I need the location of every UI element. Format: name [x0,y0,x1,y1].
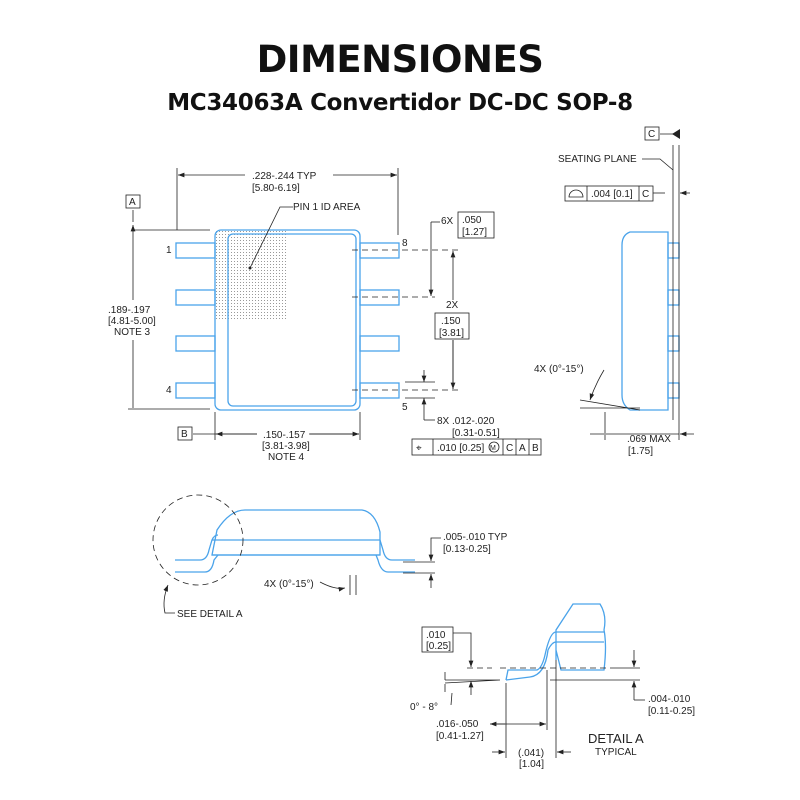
top-view: .228-.244 TYP [5.80-6.19] PIN 1 ID AREA … [108,168,542,463]
standoff-dim: .004-.010 [648,694,691,705]
gauge-dim-mm: [0.25] [426,641,451,652]
width-dim-mm: [5.80-6.19] [252,183,300,194]
leads-left [175,242,216,399]
detail-a-circle [152,494,244,586]
length-note: NOTE 3 [114,327,151,338]
height-dim-mm: [1.75] [628,446,653,457]
length-dim-mm: [4.81-5.00] [108,316,156,327]
body-width-mm: [3.81-3.98] [262,441,310,452]
lead-width: 8X .012-.020 [437,416,495,427]
flatness-datum: C [642,189,649,200]
side-angle: 4X (0°-15°) [534,364,584,375]
page-subtitle: MC34063A Convertidor DC-DC SOP-8 [167,90,633,116]
datum-c: C [648,129,655,140]
span-count: 2X [446,300,459,311]
side-view: C SEATING PLANE .004 [0.1] C 4X (0°-15°)… [534,126,694,457]
seating-plane-label: SEATING PLANE [558,154,637,165]
flatness-tolerance: .004 [0.1] [591,189,633,200]
pin-4-label: 4 [166,385,172,396]
footprint-dim: (.041) [518,748,544,759]
detail-a: .010 [0.25] 0° - 8° .004-.010 [0.11-0.25… [410,603,695,770]
fcf-modifier: M [490,445,496,452]
footprint-mm: [1.04] [519,759,544,770]
lead-width-mm: [0.31-0.51] [452,428,500,439]
pitch-mm: [1.27] [462,227,487,238]
length-dim: .189-.197 [108,305,151,316]
thickness-dim: .005-.010 TYP [443,532,508,543]
span-mm: [3.81] [439,328,464,339]
lead-angle: 0° - 8° [410,702,438,713]
front-view: SEE DETAIL A 4X (0°-15°) .005-.010 TYP [… [152,494,508,620]
pitch: .050 [462,215,482,226]
front-angle: 4X (0°-15°) [264,579,314,590]
leads-right [359,242,400,399]
body-note: NOTE 4 [268,452,305,463]
datum-a: A [129,197,136,208]
span: .150 [441,316,461,327]
thickness-dim-mm: [0.13-0.25] [443,544,491,555]
pin1-label: PIN 1 ID AREA [293,202,361,213]
gauge-dim: .010 [426,630,446,641]
detail-a-title: DETAIL A [588,731,644,746]
pin-1-label: 1 [166,245,172,256]
fcf-datum-a: A [519,443,526,454]
width-dim: .228-.244 TYP [252,171,317,182]
fcf-datum-c: C [506,443,513,454]
pin-8-label: 8 [402,238,408,249]
foot-length-dim: .016-.050 [436,719,479,730]
pitch-count: 6X [441,216,454,227]
feature-control-frame: ⌖ .010 [0.25] M C A B [411,438,542,456]
datum-b: B [181,429,188,440]
position-symbol-icon: ⌖ [416,443,422,454]
package-body [214,229,361,411]
height-dim: .069 MAX [627,434,671,445]
body-width-dim: .150-.157 [263,430,306,441]
pin-5-label: 5 [402,402,408,413]
fcf-datum-b: B [532,443,539,454]
fcf-tolerance: .010 [0.25] [437,443,484,454]
foot-length-mm: [0.41-1.27] [436,731,484,742]
page-title: DIMENSIONES [256,38,544,81]
standoff-dim-mm: [0.11-0.25] [648,706,695,717]
see-detail-a-label: SEE DETAIL A [177,609,243,620]
pin1-id-area [215,230,287,320]
detail-a-subtitle: TYPICAL [595,747,637,758]
